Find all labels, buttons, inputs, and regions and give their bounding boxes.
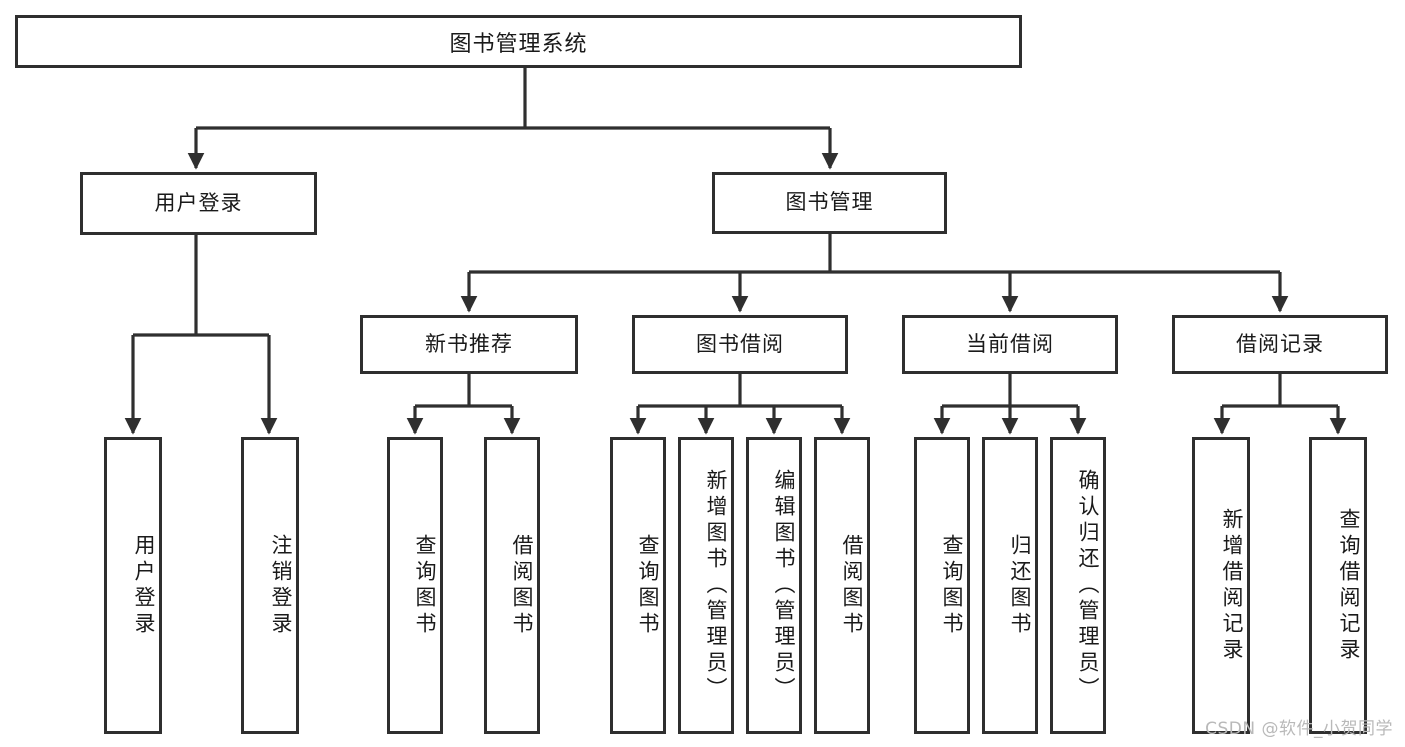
csdn-watermark: CSDN @软件_小贺同学 [1205, 719, 1393, 739]
leaf-current-query-book[interactable]: 查询图书 [914, 437, 970, 734]
leaf-borrow-edit-book[interactable]: 编辑图书（管理员） [746, 437, 802, 734]
node-book-borrow[interactable]: 图书借阅 [632, 315, 848, 374]
leaf-record-query-record[interactable]: 查询借阅记录 [1309, 437, 1367, 734]
node-book-borrow-label: 图书借阅 [696, 331, 784, 356]
node-user-login[interactable]: 用户登录 [80, 172, 317, 235]
leaf-borrow-add-book-label: 新增图书（管理员） [704, 468, 728, 703]
node-borrow-record-label: 借阅记录 [1236, 331, 1324, 356]
leaf-logout-label: 注销登录 [269, 533, 293, 638]
node-book-management-label: 图书管理 [785, 190, 874, 215]
leaf-record-add-record-label: 新增借阅记录 [1220, 507, 1244, 664]
node-current-borrow-label: 当前借阅 [966, 331, 1054, 356]
node-user-login-label: 用户登录 [154, 190, 243, 215]
leaf-record-query-record-label: 查询借阅记录 [1337, 507, 1361, 664]
leaf-user-login-label: 用户登录 [132, 533, 156, 638]
node-root-label: 图书管理系统 [449, 31, 588, 57]
leaf-borrow-query-book[interactable]: 查询图书 [610, 437, 666, 734]
leaf-newbook-borrow-book-label: 借阅图书 [510, 533, 534, 638]
leaf-user-login[interactable]: 用户登录 [104, 437, 162, 734]
node-borrow-record[interactable]: 借阅记录 [1172, 315, 1388, 374]
leaf-newbook-borrow-book[interactable]: 借阅图书 [484, 437, 540, 734]
leaf-borrow-edit-book-label: 编辑图书（管理员） [772, 468, 796, 703]
leaf-current-query-book-label: 查询图书 [940, 533, 964, 638]
leaf-borrow-add-book[interactable]: 新增图书（管理员） [678, 437, 734, 734]
node-new-book-recommend[interactable]: 新书推荐 [360, 315, 578, 374]
node-root[interactable]: 图书管理系统 [15, 15, 1022, 68]
leaf-borrow-borrow-book-label: 借阅图书 [840, 533, 864, 638]
leaf-logout[interactable]: 注销登录 [241, 437, 299, 734]
leaf-current-return-book[interactable]: 归还图书 [982, 437, 1038, 734]
node-new-book-recommend-label: 新书推荐 [425, 331, 513, 356]
leaf-borrow-query-book-label: 查询图书 [636, 533, 660, 638]
leaf-borrow-borrow-book[interactable]: 借阅图书 [814, 437, 870, 734]
node-book-management[interactable]: 图书管理 [712, 172, 947, 234]
leaf-newbook-query-book-label: 查询图书 [413, 533, 437, 638]
leaf-current-confirm-return-label: 确认归还（管理员） [1076, 468, 1100, 703]
node-current-borrow[interactable]: 当前借阅 [902, 315, 1118, 374]
leaf-record-add-record[interactable]: 新增借阅记录 [1192, 437, 1250, 734]
leaf-current-confirm-return[interactable]: 确认归还（管理员） [1050, 437, 1106, 734]
leaf-current-return-book-label: 归还图书 [1008, 533, 1032, 638]
leaf-newbook-query-book[interactable]: 查询图书 [387, 437, 443, 734]
